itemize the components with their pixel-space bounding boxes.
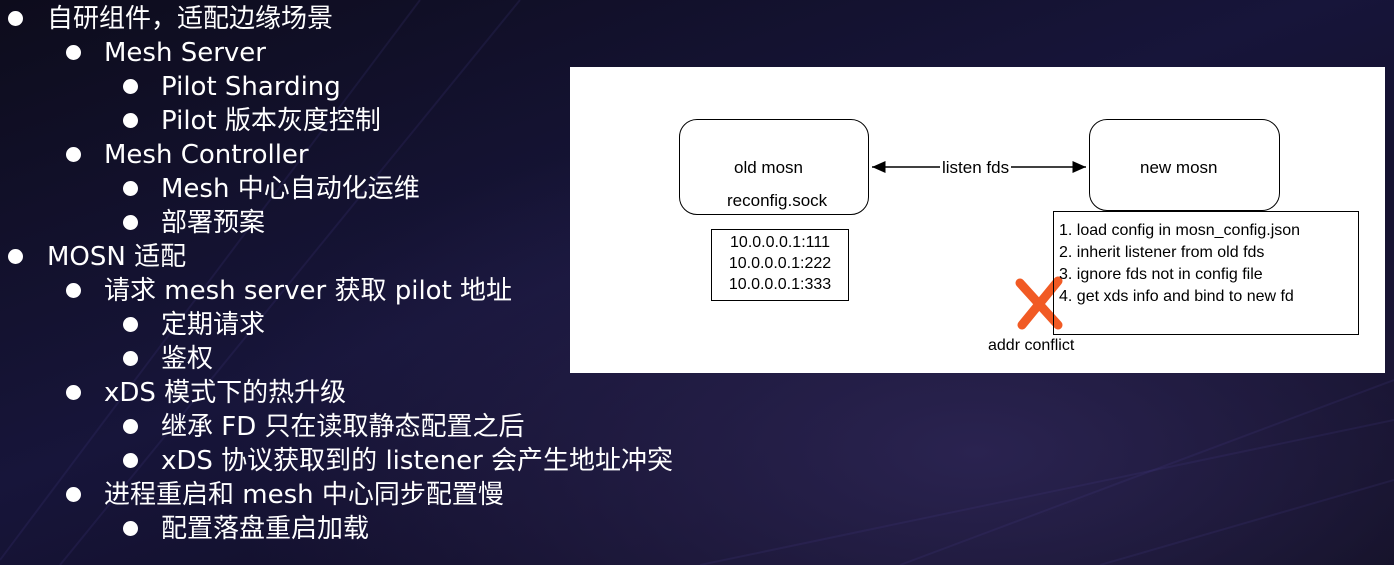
listen-fds-label: listen fds [940,158,1012,178]
bullet-text: 定期请求 [161,310,266,340]
bullet-text: xDS 协议获取到的 listener 会产生地址冲突 [161,446,674,476]
step-item: 1. load config in mosn_config.json [1059,222,1301,239]
bullet-text: 进程重启和 mesh 中心同步配置慢 [104,480,504,510]
bullet-dot-icon [8,249,23,264]
bullet-dot-icon [123,453,138,468]
bullet-text: 请求 mesh server 获取 pilot 地址 [104,276,513,306]
hot-upgrade-diagram: old mosn reconfig.sock new mosn listen f… [570,67,1385,373]
bullet-dot-icon [66,283,81,298]
bullet-text: Pilot Sharding [161,72,341,102]
bullet-text: Mesh Controller [104,140,309,170]
step-item: 3. ignore fds not in config file [1059,266,1263,283]
step-item: 2. inherit listener from old fds [1059,244,1265,261]
bullet-dot-icon [123,215,138,230]
bullet-text: 继承 FD 只在读取静态配置之后 [161,412,525,442]
bullet-dot-icon [66,487,81,502]
ip-item: 10.0.0.0.1:333 [728,276,832,293]
bullet-text: 自研组件，适配边缘场景 [47,4,334,34]
new-mosn-label: new mosn [1140,158,1218,177]
bullet-dot-icon [123,521,138,536]
bullet-dot-icon [123,317,138,332]
bullet-text: Mesh Server [104,38,266,68]
bullet-dot-icon [123,181,138,196]
bullet-dot-icon [123,79,138,94]
new-mosn-box [1089,119,1280,211]
bullet-text: MOSN 适配 [47,242,187,272]
conflict-x-icon [1015,276,1063,330]
bullet-text: 配置落盘重启加载 [161,514,370,544]
bullet-text: xDS 模式下的热升级 [104,378,347,408]
bullet-dot-icon [66,147,81,162]
old-mosn-box [679,119,869,215]
ip-item: 10.0.0.0.1:222 [728,255,832,272]
bullet-text: Pilot 版本灰度控制 [161,106,381,136]
reconfig-sock-label: reconfig.sock [727,191,828,210]
addr-conflict-label: addr conflict [988,337,1075,354]
bullet-dot-icon [8,11,23,26]
bullet-dot-icon [123,113,138,128]
bullet-dot-icon [123,419,138,434]
bullet-text: Mesh 中心自动化运维 [161,174,420,204]
ip-item: 10.0.0.0.1:111 [730,234,830,251]
bullet-dot-icon [66,385,81,400]
old-mosn-label: old mosn [734,158,803,177]
bullet-text: 部署预案 [161,208,266,238]
step-item: 4. get xds info and bind to new fd [1059,288,1294,305]
bullet-text: 鉴权 [161,344,214,374]
bullet-dot-icon [123,351,138,366]
bullet-dot-icon [66,45,81,60]
steps-box [1053,211,1359,335]
ip-list-box: 10.0.0.0.1:111 10.0.0.0.1:222 10.0.0.0.1… [711,229,849,301]
